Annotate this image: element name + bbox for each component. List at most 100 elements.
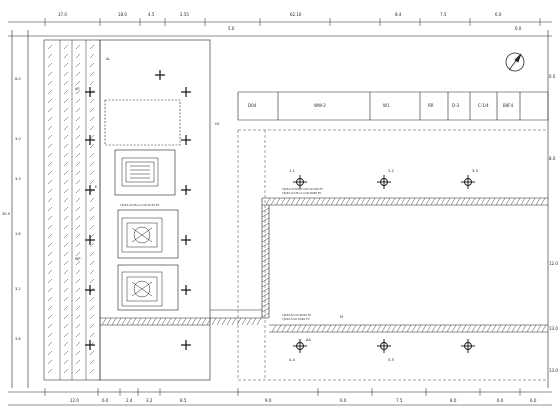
trench-tick (216, 317, 222, 326)
dim-top-total: 62.10 (290, 12, 302, 17)
hatch-mark (63, 179, 69, 185)
small-label-3: AA (306, 338, 311, 342)
bay-label-1: WW-2 (314, 103, 326, 108)
trench-tick (191, 317, 197, 326)
trench-tick (385, 197, 391, 206)
hatch-mark (75, 359, 81, 365)
trench-tick (320, 197, 326, 206)
manhole-markers (293, 175, 475, 353)
hatch-mark (89, 368, 95, 374)
bottom-dimension-ticks (44, 388, 521, 396)
trench-tick (231, 317, 237, 326)
trench-tick (496, 324, 502, 333)
trench-tick (375, 197, 381, 206)
dim-bottom-2: 2.4 (126, 398, 133, 403)
dim-left-3: 1.8 (15, 232, 21, 236)
trench-tick (396, 324, 402, 333)
small-label-0: AL (106, 57, 110, 61)
trench-tick (206, 317, 212, 326)
hatch-mark (47, 215, 53, 221)
trench-tick (441, 324, 447, 333)
trench-tick (321, 324, 327, 333)
trench-tick (490, 197, 496, 206)
hatch-mark (89, 116, 95, 122)
trench-tick (325, 197, 331, 206)
trench-tick (141, 317, 147, 326)
trench-tick (481, 324, 487, 333)
trench-tick (281, 324, 287, 333)
dim-left-5: 3.8 (15, 337, 21, 341)
hatch-mark (89, 152, 95, 158)
hatch-mark (47, 116, 53, 122)
bay-label-6: D-3 (452, 103, 460, 108)
trench-tick (261, 232, 270, 238)
hatch-mark (63, 89, 69, 95)
hatch-mark (63, 116, 69, 122)
hatch-mark (63, 242, 69, 248)
dim-bottom-6: 6.0 (340, 398, 347, 403)
hatch-mark (75, 161, 81, 167)
trench-tick (525, 197, 531, 206)
trench-tick (501, 324, 507, 333)
transformer-unit-1 (121, 157, 159, 187)
trench-tick (316, 324, 322, 333)
north-arrow-icon (505, 52, 525, 72)
hatch-mark (47, 107, 53, 113)
hatch-mark (63, 161, 69, 167)
hatch-mark (63, 314, 69, 320)
hatch-mark (75, 134, 81, 140)
trench-tick (361, 324, 367, 333)
dim-right-1: 8.0 (549, 156, 556, 161)
hatch-mark (47, 143, 53, 149)
trench-tick (431, 324, 437, 333)
dim-top-3: 2.55 (180, 12, 189, 17)
trench-tick (541, 324, 547, 333)
trench-tick (406, 324, 412, 333)
trench-tick (446, 324, 452, 333)
top-dimension-ticks (44, 18, 541, 26)
trench-tick (146, 317, 152, 326)
hatch-mark (47, 161, 53, 167)
trench-tick (526, 324, 532, 333)
trench-tick (390, 197, 396, 206)
trench-tick (535, 197, 541, 206)
trench-tick (131, 317, 137, 326)
pipe-tag-3: YJV22-5×6 SC40 FC (282, 317, 310, 321)
trench-tick (151, 317, 157, 326)
trench-tick (331, 324, 337, 333)
hatch-mark (75, 53, 81, 59)
hatch-mark (75, 314, 81, 320)
hatch-mark (89, 44, 95, 50)
trench-tick (470, 197, 476, 206)
trench-tick (326, 324, 332, 333)
trench-tick (486, 324, 492, 333)
hatch-mark (89, 278, 95, 284)
section-marks: 1-1 2-2 3-3 4-4 5-5 (289, 169, 478, 362)
hatch-mark (63, 125, 69, 131)
trench-tick (261, 307, 270, 313)
trench-tick (365, 197, 371, 206)
trench-tick (261, 257, 270, 263)
hatch-mark (47, 53, 53, 59)
hatch-mark (47, 62, 53, 68)
hatch-mark (75, 206, 81, 212)
hatch-mark (47, 80, 53, 86)
dim-bottom-3: 3.2 (146, 398, 153, 403)
hatch-mark (47, 350, 53, 356)
trench-tick (380, 197, 386, 206)
hatch-mark (75, 98, 81, 104)
trench-tick (420, 197, 426, 206)
trench-tick (270, 197, 276, 206)
hatch-mark (75, 170, 81, 176)
hatch-mark (75, 89, 81, 95)
trench-tick (176, 317, 182, 326)
hatch-mark (47, 323, 53, 329)
trench-tick (261, 237, 270, 243)
hatch-mark (47, 44, 53, 50)
hatch-mark (89, 98, 95, 104)
dim-bottom-4: 8.5 (180, 398, 187, 403)
bottom-dimension-labels: 12.0 6.0 2.4 3.2 8.5 9.0 6.0 7.5 8.0 6.0… (70, 398, 537, 403)
hatch-mark (47, 233, 53, 239)
hatch-mark (63, 215, 69, 221)
